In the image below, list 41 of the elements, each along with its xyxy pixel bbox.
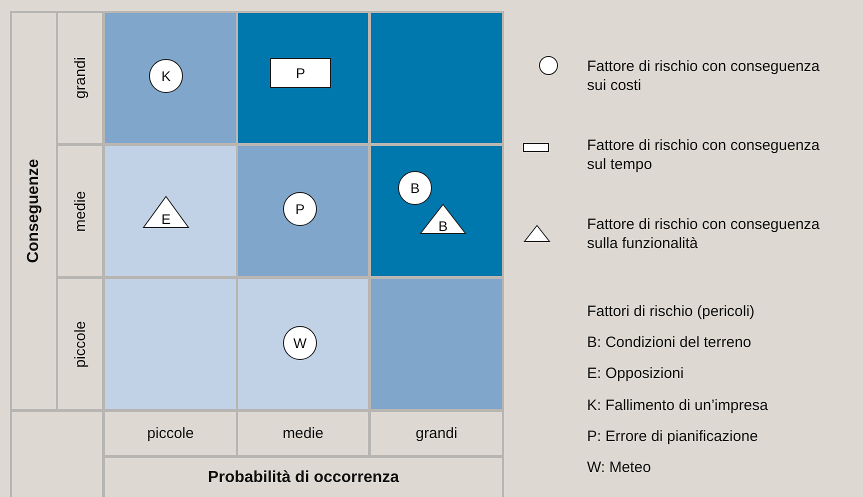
axis-label: medie bbox=[72, 190, 88, 232]
matrix-cell bbox=[238, 146, 368, 276]
circle-marker bbox=[283, 192, 317, 226]
axis-label: piccole bbox=[147, 425, 194, 442]
circle-marker bbox=[398, 171, 432, 205]
axis-label: piccole bbox=[72, 320, 88, 368]
axis-label: grandi bbox=[416, 425, 458, 442]
axis-title: Probabilità di occorrenza bbox=[208, 468, 400, 486]
axis-label: grandi bbox=[72, 57, 88, 99]
axis-label: medie bbox=[282, 425, 324, 442]
matrix-cell bbox=[105, 13, 236, 143]
circle-marker bbox=[283, 326, 317, 360]
rectangle-marker bbox=[270, 58, 331, 88]
key-heading: Fattori di rischio (pericoli) bbox=[587, 302, 756, 321]
matrix-cell bbox=[371, 146, 502, 276]
legend-text: Fattore di rischio con conseguenza sulla funzionalità bbox=[587, 215, 821, 253]
triangle-marker bbox=[420, 204, 466, 234]
marker-letter: K bbox=[161, 68, 171, 84]
matrix-cell bbox=[371, 279, 502, 409]
triangle-marker bbox=[143, 196, 189, 228]
marker-letter: P bbox=[296, 65, 306, 81]
axis-title: Conseguenze bbox=[25, 158, 43, 263]
key-entry: P: Errore di pianificazione bbox=[587, 427, 759, 446]
key-entry: B: Condizioni del terreno bbox=[587, 333, 752, 352]
matrix-cell bbox=[238, 279, 368, 409]
matrix-cell bbox=[105, 146, 236, 276]
key-entry: K: Fallimento di un’impresa bbox=[587, 396, 769, 415]
marker-letter: E bbox=[161, 211, 171, 227]
matrix-cell bbox=[105, 279, 236, 409]
matrix-cell bbox=[238, 13, 368, 143]
marker-letter: B bbox=[438, 218, 448, 234]
corner-cell bbox=[12, 412, 102, 497]
marker-letter: B bbox=[410, 180, 420, 196]
legend-text: Fattore di rischio con conseguenza sul tempo bbox=[587, 136, 821, 174]
legend-text: Fattore di rischio con conseguenza sui costi bbox=[587, 57, 821, 95]
marker-letter: W bbox=[293, 335, 307, 351]
circle-marker bbox=[149, 59, 183, 93]
matrix-cell bbox=[371, 13, 502, 143]
marker-letter: P bbox=[295, 201, 305, 217]
key-entry: E: Opposizioni bbox=[587, 364, 685, 383]
key-entry: W: Meteo bbox=[587, 458, 652, 477]
